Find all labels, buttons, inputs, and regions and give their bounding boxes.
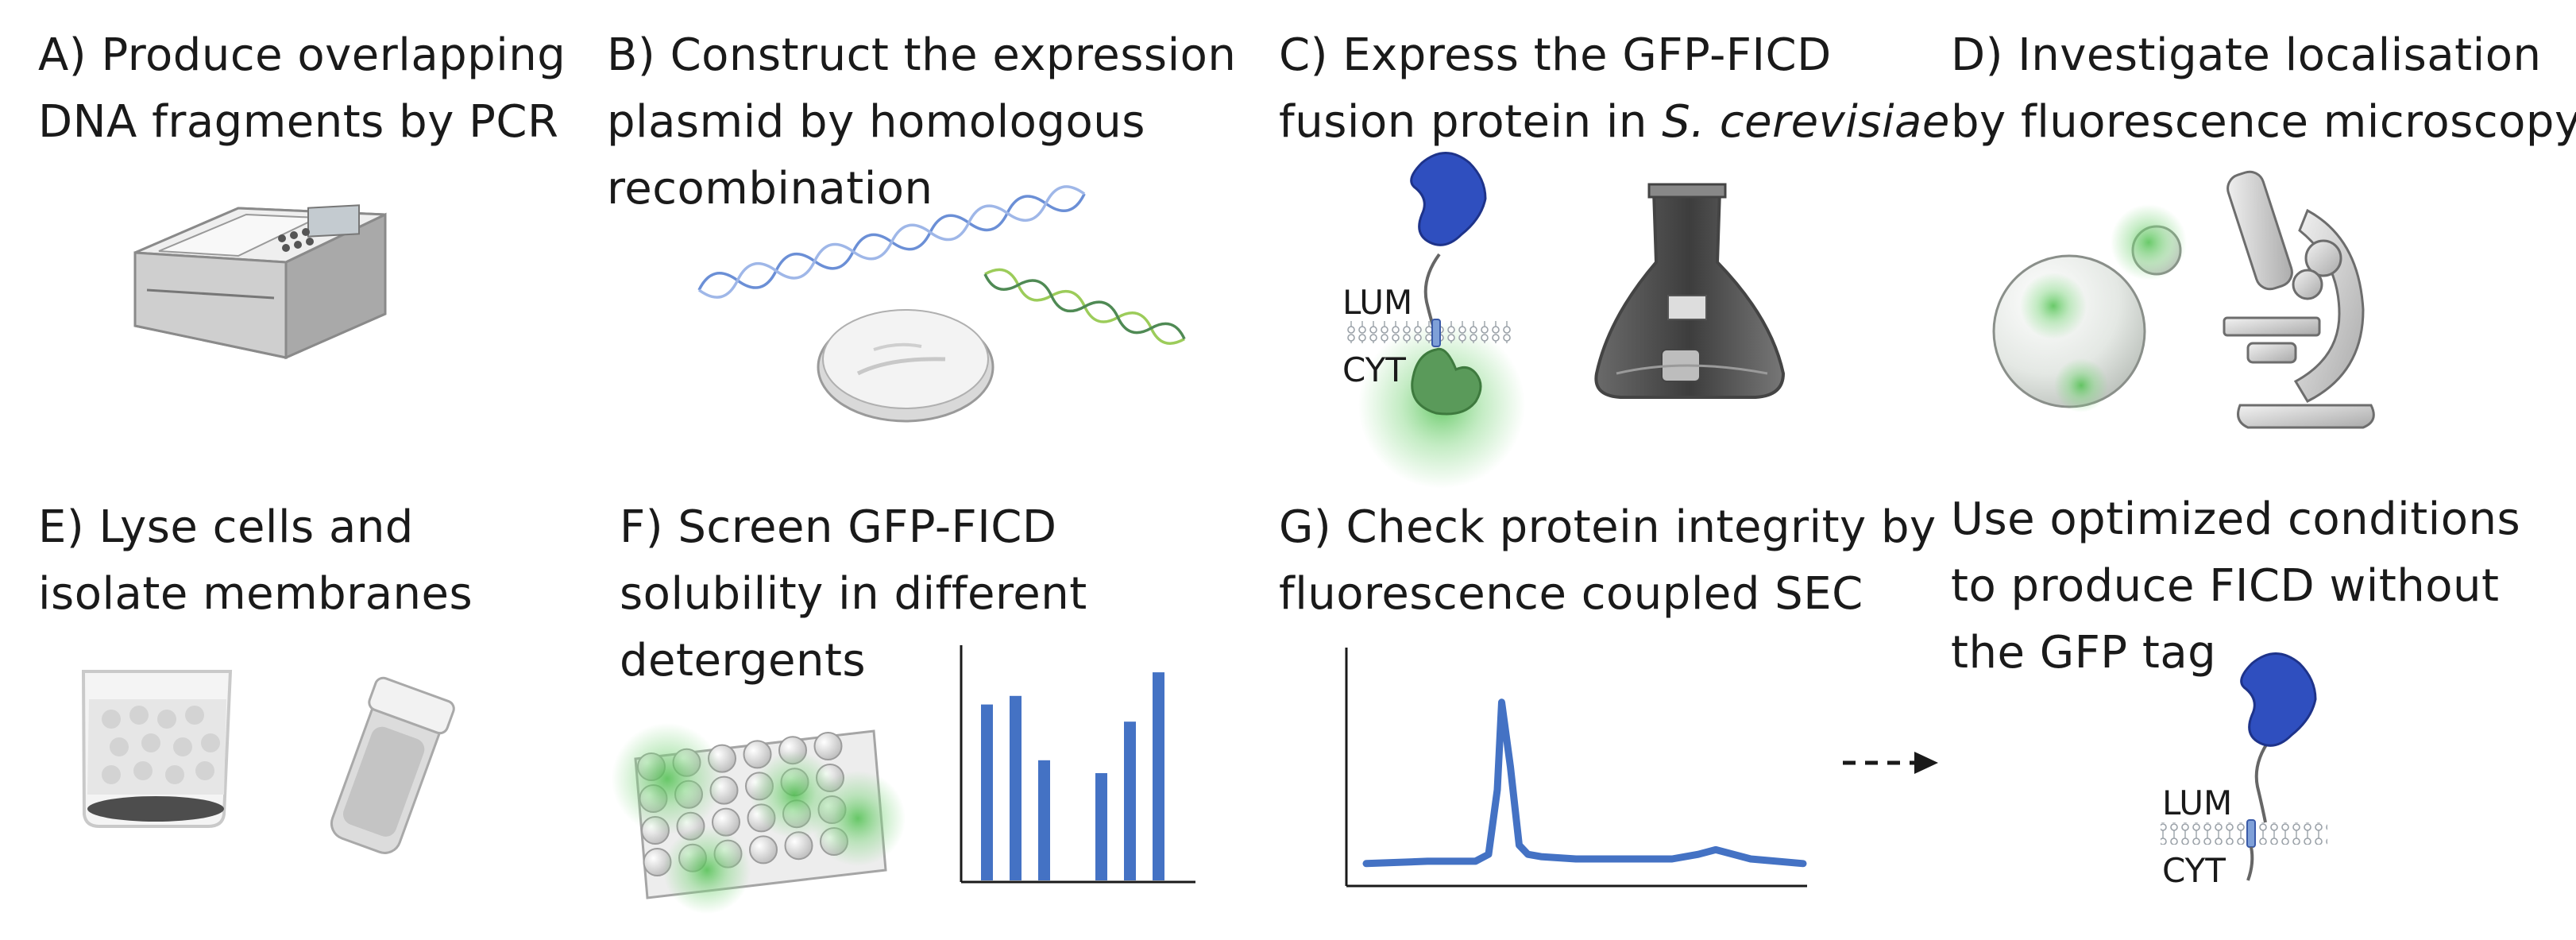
panel-f-line2: solubility in different (620, 568, 1087, 620)
bar-2 (1010, 695, 1022, 880)
panel-c-lum-label: LUM (1342, 283, 1412, 322)
panel-b-line1: B) Construct the expression (607, 29, 1237, 81)
pcr-machine-icon (133, 204, 387, 360)
panel-h-line2: to produce FICD without (1951, 560, 2500, 612)
ficd-membrane-icon: LUM CYT (2161, 652, 2327, 890)
centrifuge-tube-icon (330, 676, 455, 854)
well-plate-icon (612, 723, 906, 914)
beaker-icon (81, 670, 233, 828)
erlenmeyer-flask-icon (1594, 183, 1786, 399)
well-plate-well (743, 740, 772, 769)
bar-3 (1038, 760, 1050, 880)
panel-c-line2-italic: S. cerevisiae (1662, 96, 1950, 148)
panel-a-line1: A) Produce overlapping (38, 29, 566, 81)
dna-helix-blue-icon (697, 185, 1086, 299)
panel-c-line1: C) Express the GFP-FICD (1279, 29, 1832, 81)
well-plate-well (749, 835, 778, 865)
panel-g-title: G) Check protein integrity by fluorescen… (1279, 494, 1937, 628)
panel-d-line2: by fluorescence microscopy (1951, 96, 2576, 148)
panel-h-cyt-label: CYT (2162, 851, 2226, 890)
panel-g-line2: fluorescence coupled SEC (1279, 568, 1863, 620)
gfp-ficd-fusion-icon: LUM CYT (1342, 152, 1525, 489)
panel-g-line1: G) Check protein integrity by (1279, 501, 1937, 553)
microscope-icon (2223, 170, 2375, 429)
panel-e-title: E) Lyse cells and isolate membranes (38, 494, 473, 628)
bar-1 (981, 704, 993, 880)
panel-a-title: A) Produce overlapping DNA fragments by … (38, 22, 566, 156)
panel-f-line1: F) Screen GFP-FICD (620, 501, 1057, 553)
panel-h-line1: Use optimized conditions (1951, 493, 2521, 545)
panel-f-line3: detergents (620, 635, 867, 687)
bar-7 (1153, 672, 1164, 880)
panel-b-line3: recombination (607, 163, 933, 215)
panel-e-line1: E) Lyse cells and (38, 501, 414, 553)
panel-e-line2: isolate membranes (38, 568, 473, 620)
bar-5 (1095, 773, 1107, 880)
panel-c-title: C) Express the GFP-FICD fusion protein i… (1279, 22, 1950, 156)
panel-c-line2-prefix: fusion protein in (1279, 96, 1663, 148)
dashed-arrow-icon (1843, 752, 1938, 774)
panel-b-title: B) Construct the expression plasmid by h… (607, 22, 1236, 222)
panel-d-line1: D) Investigate localisation (1951, 29, 2542, 81)
panel-h-lum-label: LUM (2162, 783, 2232, 822)
sec-trace-line (1362, 698, 1807, 868)
panel-d-title: D) Investigate localisation by fluoresce… (1951, 22, 2576, 156)
petri-dish-icon (817, 309, 994, 423)
panel-c-line2: fusion protein in S. cerevisiae (1279, 89, 1950, 156)
panel-b-line2: plasmid by homologous (607, 96, 1145, 148)
panel-h-line3: the GFP tag (1951, 627, 2217, 679)
panel-h-title: Use optimized conditions to produce FICD… (1951, 486, 2520, 687)
panel-f-title: F) Screen GFP-FICD solubility in differe… (620, 494, 1087, 694)
panel-c-cyt-label: CYT (1342, 350, 1406, 389)
sec-chromatogram (1345, 648, 1807, 888)
panel-a-line2: DNA fragments by PCR (38, 96, 559, 148)
dna-helix-green-icon (983, 268, 1186, 345)
yeast-cell-icon (1992, 204, 2187, 412)
well-plate-well (813, 732, 843, 760)
solubility-bar-chart (960, 645, 1195, 884)
bar-6 (1124, 721, 1136, 880)
